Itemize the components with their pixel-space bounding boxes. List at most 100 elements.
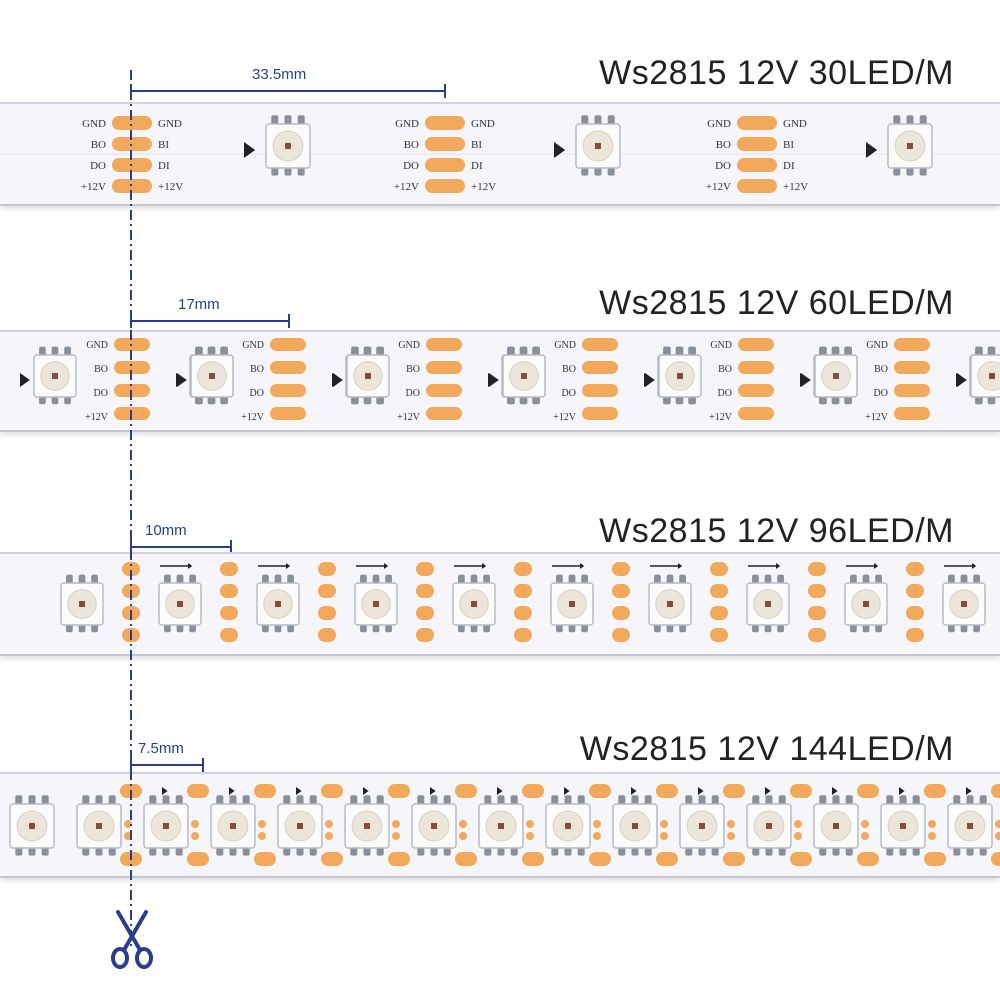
led-die [285, 143, 291, 149]
led-chip [478, 795, 524, 856]
led-lens [977, 361, 1000, 391]
led-chip [9, 795, 55, 856]
led-leg [533, 346, 540, 356]
solder-pad [416, 628, 434, 642]
solder-pad [321, 852, 343, 866]
led-chip [679, 795, 725, 856]
led-leg [82, 795, 90, 805]
solder-pad [857, 784, 879, 798]
led-die [900, 823, 906, 829]
led-die [373, 601, 379, 607]
pad-label: +12V [397, 412, 421, 423]
solder-pad [857, 852, 879, 866]
pad-label: +12V [241, 412, 265, 423]
arrow-icon [972, 563, 977, 569]
pad-label: DO [403, 160, 419, 172]
led-leg [162, 795, 170, 805]
solder-pad [426, 407, 462, 420]
led-leg [363, 795, 371, 805]
led-leg [581, 574, 588, 584]
solder-pad [737, 158, 777, 172]
solder-pad [270, 361, 306, 374]
solder-pad [114, 361, 150, 374]
led-leg [510, 795, 518, 805]
pad-label: GND [554, 340, 576, 351]
led-leg [284, 115, 292, 125]
led-die [230, 823, 236, 829]
solder-pad [187, 784, 209, 798]
arrow-icon [296, 787, 302, 795]
solder-pad [318, 584, 336, 598]
led-leg [242, 795, 250, 805]
arrow-icon [384, 563, 389, 569]
led-die [431, 823, 437, 829]
solder-dot [459, 820, 467, 828]
solder-pad [318, 628, 336, 642]
spacing-label-144: 7.5mm [138, 740, 184, 757]
led-leg [568, 574, 576, 584]
solder-pad [808, 628, 826, 642]
arrow-icon [20, 373, 30, 387]
led-leg [309, 795, 317, 805]
pad-label: DO [406, 388, 420, 399]
solder-pad [894, 407, 930, 420]
led-die [365, 373, 371, 379]
spacing-marker-60 [130, 314, 290, 328]
led-leg [216, 795, 224, 805]
led-leg [631, 795, 639, 805]
solder-pad [514, 562, 532, 576]
led-chip [346, 346, 390, 405]
led-chip [143, 795, 189, 856]
led-chip [545, 795, 591, 856]
led-chip [746, 574, 790, 633]
solder-pad [723, 784, 745, 798]
led-die [52, 373, 58, 379]
led-leg [564, 795, 572, 805]
led-chip [452, 574, 496, 633]
pad-label: +12V [553, 412, 577, 423]
led-leg [283, 795, 291, 805]
led-chip [648, 574, 692, 633]
led-leg [41, 795, 49, 805]
solder-pad [738, 361, 774, 374]
solder-pad [321, 784, 343, 798]
arrow-icon [564, 787, 570, 795]
solder-pad [220, 628, 238, 642]
strip-title-96: Ws2815 12V 96LED/M [599, 512, 954, 550]
led-leg [764, 574, 772, 584]
solder-pad [808, 606, 826, 620]
led-chip [658, 346, 702, 405]
led-leg [778, 795, 786, 805]
led-leg [352, 346, 359, 356]
led-leg [711, 795, 719, 805]
solder-pad [112, 179, 152, 193]
led-leg [297, 115, 305, 125]
solder-dot [794, 820, 802, 828]
solder-dot [124, 832, 132, 840]
solder-pad [612, 584, 630, 598]
solder-dot [861, 832, 869, 840]
led-leg [271, 115, 279, 125]
led-chip [502, 346, 546, 405]
solder-pad [388, 784, 410, 798]
led-die [498, 823, 504, 829]
strip-60-circuit: GNDBODO+12VGNDBODO+12VGNDBODO+12VGNDBODO… [20, 338, 1000, 423]
solder-dot [392, 832, 400, 840]
led-leg [919, 115, 927, 125]
pad-label: BO [91, 139, 106, 151]
pad-label: GND [242, 340, 264, 351]
solder-dot [928, 820, 936, 828]
led-leg [644, 795, 652, 805]
solder-pad [112, 116, 152, 130]
pad-label: DO [90, 160, 106, 172]
solder-pad [991, 852, 1000, 866]
solder-pad [112, 158, 152, 172]
solder-pad [906, 584, 924, 598]
led-chip [844, 574, 888, 633]
led-die [29, 823, 35, 829]
solder-dot [593, 820, 601, 828]
arrow-icon [162, 787, 168, 795]
led-leg [845, 795, 853, 805]
solder-pad [425, 116, 465, 130]
